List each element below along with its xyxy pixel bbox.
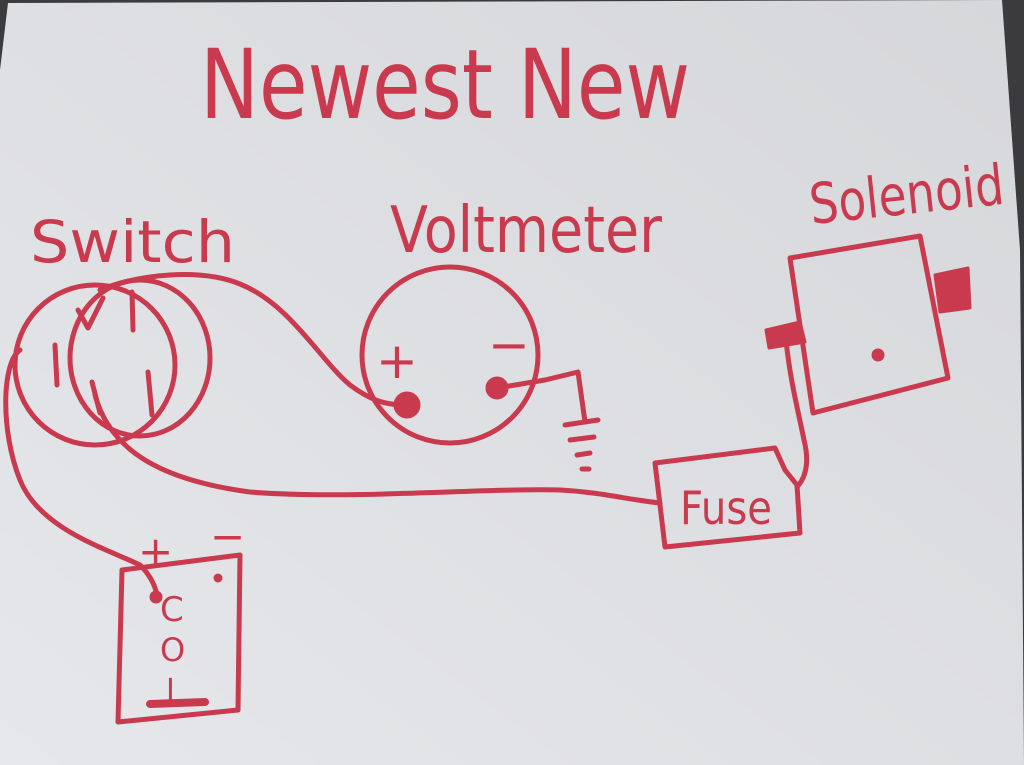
ground-bar (574, 450, 593, 458)
voltmeter-body (359, 264, 541, 446)
switch-contact-mark (52, 342, 60, 388)
solenoid-center-dot (871, 348, 885, 362)
switch-contact-mark (75, 295, 106, 331)
fuse-label: Fuse (680, 481, 772, 535)
wire-fuse-to-solenoid (783, 337, 810, 490)
solenoid-body (787, 233, 951, 416)
voltmeter-negative-sign: − (488, 316, 530, 374)
power-box-dot (213, 573, 223, 583)
power-box-positive-sign: + (138, 527, 173, 576)
voltmeter-label: Voltmeter (390, 194, 663, 268)
fuse: Fuse (652, 445, 803, 550)
power-box-letter-c: C (160, 590, 184, 630)
power-box-negative-sign: − (210, 512, 245, 561)
switch-contact-mark (145, 369, 155, 418)
diagram-title: Newest New (200, 29, 690, 141)
wire-switch-to-voltmeter (97, 272, 408, 408)
solenoid-right-terminal (933, 266, 972, 314)
switch-label: Switch (30, 208, 235, 276)
ground-wire (494, 369, 588, 425)
fuse-body (652, 445, 803, 550)
switch-circle-left (12, 282, 178, 448)
power-box-body (115, 552, 243, 725)
voltmeter-positive-sign: + (376, 332, 418, 390)
power-box: + − C O I (115, 512, 245, 725)
ground-bar (562, 417, 601, 428)
power-box-letter-o: O (160, 631, 185, 669)
ground-symbol (494, 369, 601, 472)
switch-contact-mark (129, 289, 136, 333)
wire-switch-to-power-box (3, 347, 160, 598)
solenoid-left-terminal (764, 320, 807, 350)
ground-bar (567, 434, 597, 443)
power-box-letter-i: I (166, 673, 175, 708)
solenoid (764, 233, 972, 416)
power-box-base-line (146, 698, 209, 708)
power-box-terminal (149, 590, 163, 604)
wire-switch-to-fuse (92, 392, 663, 506)
